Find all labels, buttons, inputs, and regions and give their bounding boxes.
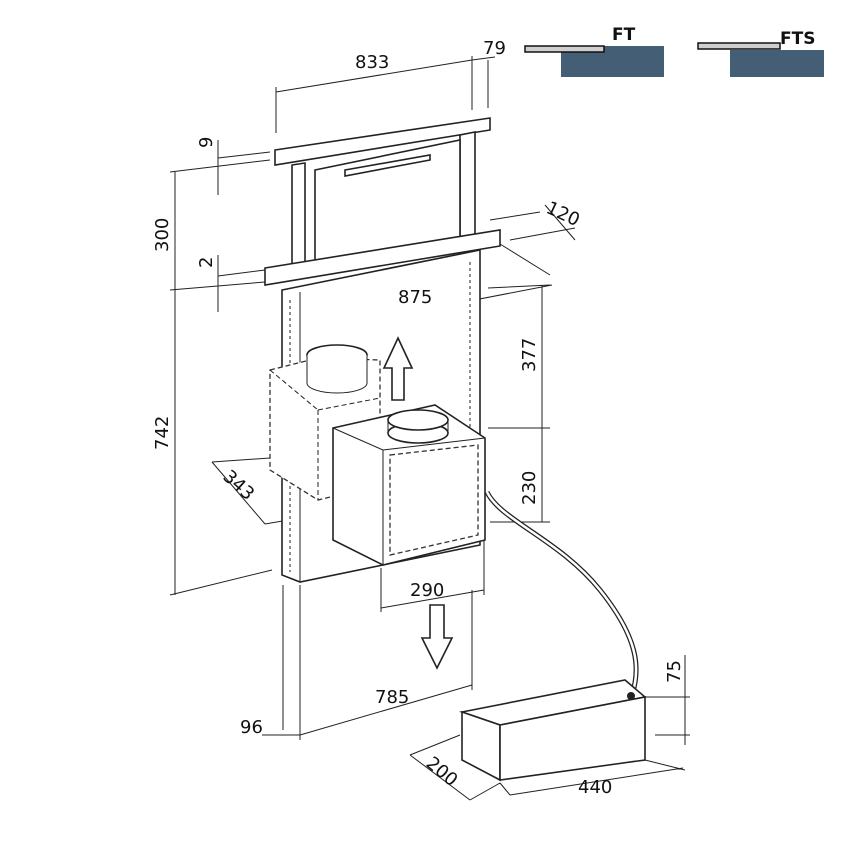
- dim-control-width: 440: [578, 777, 612, 798]
- downdraft-glass-unit: [264, 117, 501, 286]
- dim-control-depth: 200: [422, 753, 462, 791]
- airflow-up-arrow: [382, 336, 414, 401]
- power-cable: [484, 490, 639, 696]
- dim-motor-depth: 343: [219, 466, 259, 505]
- dim-body-width: 785: [375, 687, 409, 708]
- dim-motor-width: 290: [410, 580, 444, 601]
- fts-cabinet-block: [730, 50, 824, 77]
- dim-rise-height: 300: [152, 218, 173, 252]
- dim-width-top: 833: [355, 52, 389, 73]
- dim-plate-width: 875: [398, 287, 432, 308]
- dimension-lines: [169, 56, 690, 801]
- dim-total-body: 742: [152, 416, 173, 450]
- airflow-down-arrow: [420, 604, 454, 670]
- fts-label: FTS: [780, 29, 815, 49]
- dim-depth-top: 79: [483, 38, 506, 59]
- dim-glass-thickness: 9: [196, 137, 217, 148]
- fts-glass-plate: [697, 42, 781, 50]
- ft-label: FT: [612, 25, 636, 45]
- legend-fts: FTS: [697, 29, 824, 77]
- dim-control-height: 75: [664, 660, 685, 683]
- legend-ft: FT: [524, 25, 664, 77]
- dim-plate-thickness: 2: [196, 257, 217, 268]
- dim-upper-body: 377: [519, 338, 540, 372]
- motor-box: [332, 404, 486, 566]
- dim-body-depth: 96: [240, 717, 263, 738]
- control-box: [458, 679, 647, 782]
- ft-glass-plate: [524, 45, 605, 53]
- dim-motor-height: 230: [519, 471, 540, 505]
